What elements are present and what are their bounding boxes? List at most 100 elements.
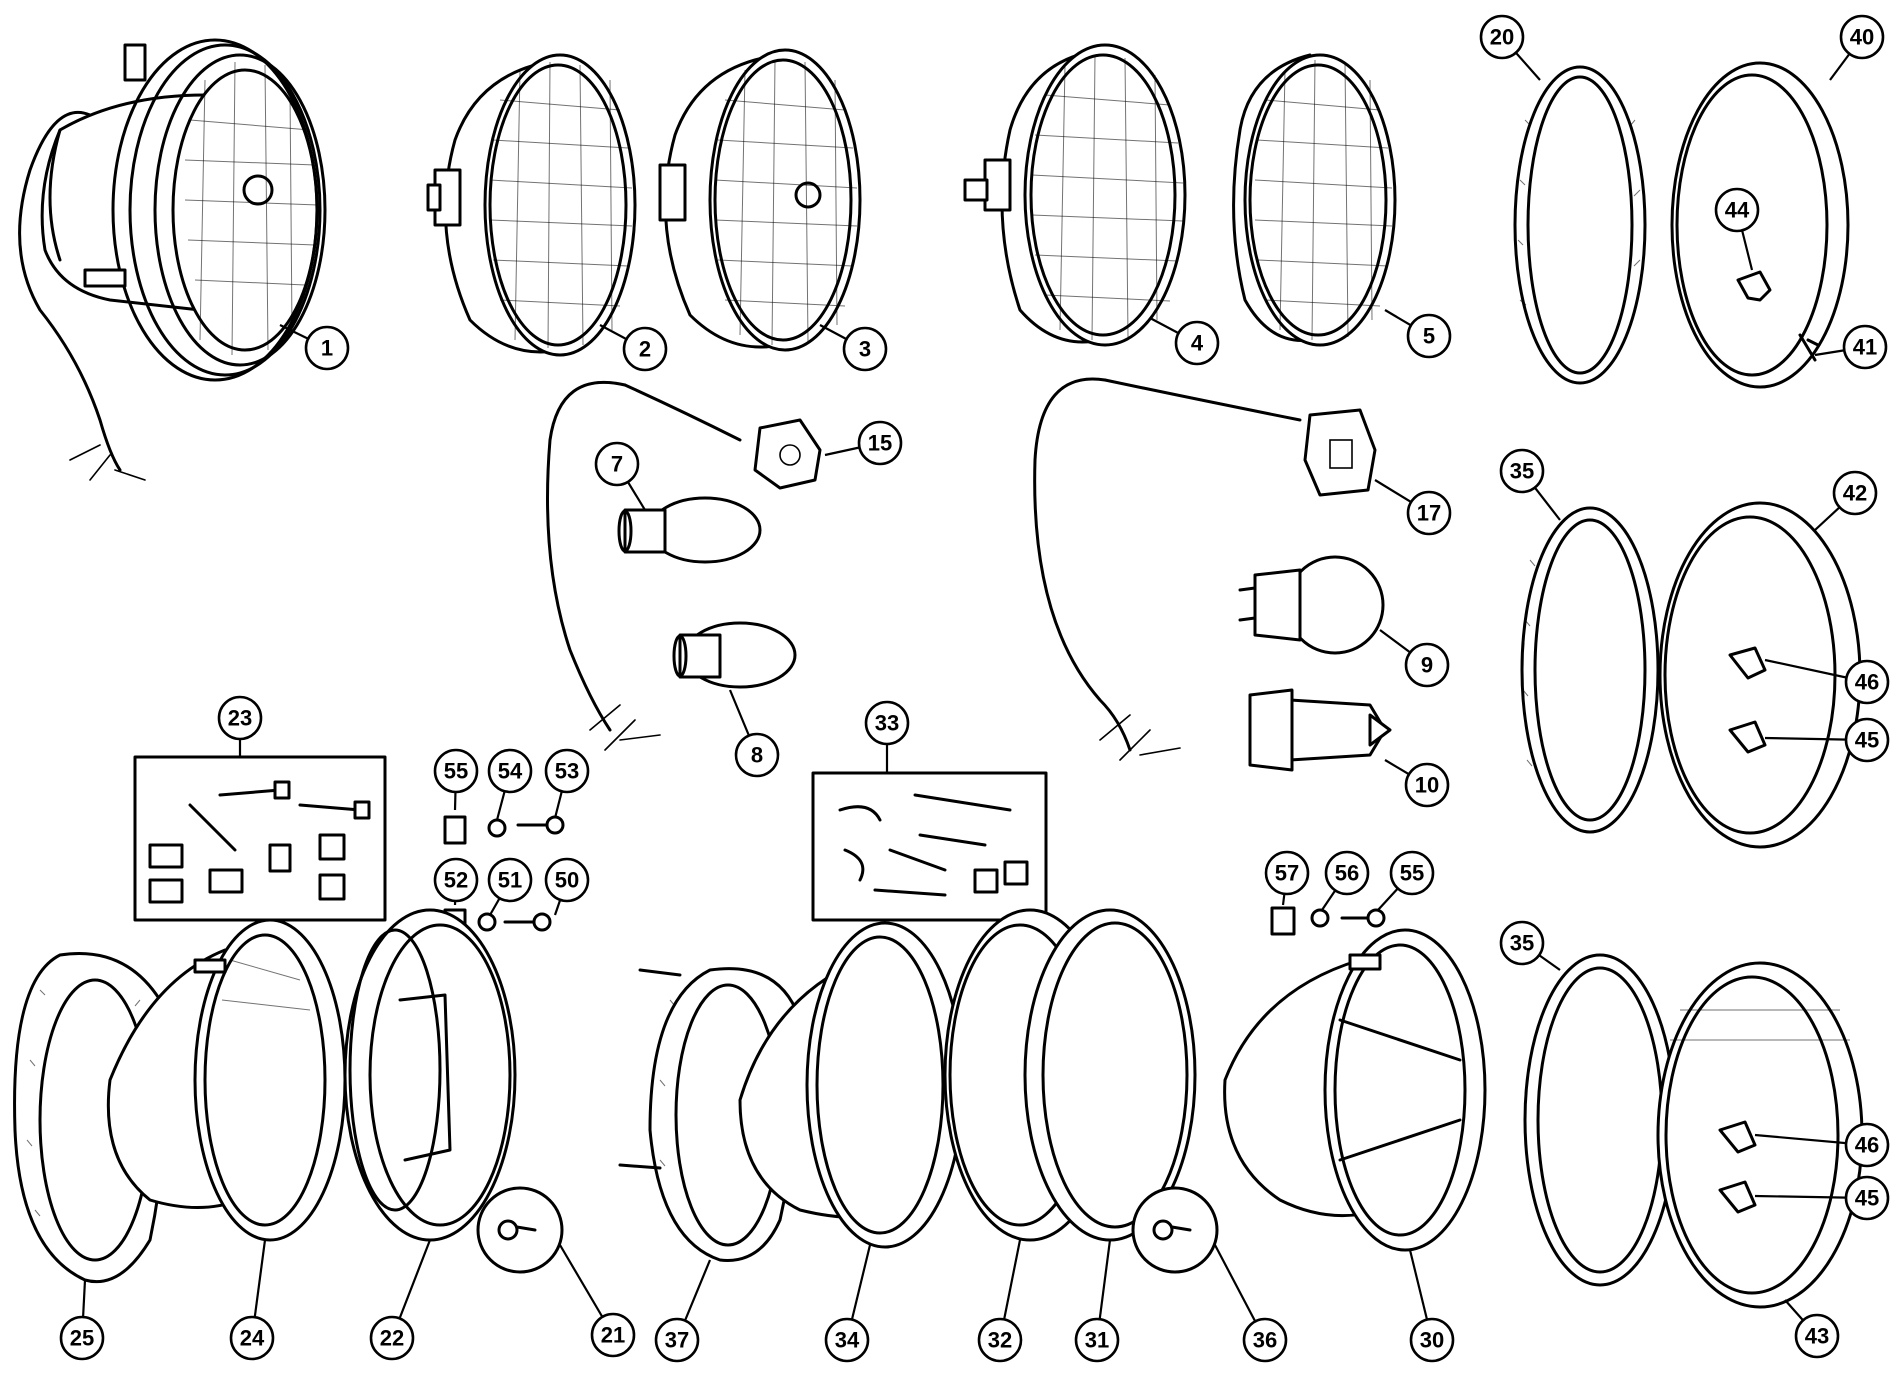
callout-32: 32 <box>977 1317 1023 1363</box>
callout-41: 41 <box>1842 324 1888 370</box>
callout-circle <box>1499 448 1545 494</box>
part-screw-21 <box>476 1186 564 1274</box>
callout-circle <box>369 1315 415 1361</box>
callout-22: 22 <box>369 1315 415 1361</box>
callout-45: 45 <box>1844 717 1890 763</box>
callout-circle <box>1839 14 1885 60</box>
callout-8: 8 <box>734 732 780 778</box>
callout-circle <box>1406 490 1452 536</box>
part-sealed-beam-3 <box>658 48 862 352</box>
callout-circle <box>857 420 903 466</box>
callout-circle <box>1844 1175 1890 1221</box>
callout-number: 25 <box>70 1326 94 1351</box>
callout-circle <box>59 1315 105 1361</box>
callout-circle <box>433 748 479 794</box>
callout-number: 3 <box>859 337 871 362</box>
callout-circle <box>1409 1317 1455 1363</box>
part-small-hardware-right <box>1270 906 1386 936</box>
callout-35: 35 <box>1499 448 1545 494</box>
callout-circle <box>1844 659 1890 705</box>
callout-circle <box>734 732 780 778</box>
callout-46: 46 <box>1844 1122 1890 1168</box>
callout-circle <box>1406 313 1452 359</box>
callout-number: 22 <box>380 1326 404 1351</box>
callout-44: 44 <box>1714 187 1760 233</box>
callout-circle <box>977 1317 1023 1363</box>
part-rim-35-lower <box>1523 953 1677 1287</box>
callout-9: 9 <box>1404 642 1450 688</box>
callout-number: 53 <box>555 759 579 784</box>
callout-circle <box>824 1317 870 1363</box>
callout-circle <box>304 325 350 371</box>
callout-42: 42 <box>1832 470 1878 516</box>
part-kit-33 <box>811 771 1048 922</box>
callout-25: 25 <box>59 1315 105 1361</box>
part-headlamp-unit <box>18 38 327 481</box>
callout-number: 46 <box>1855 670 1879 695</box>
callout-circle <box>487 748 533 794</box>
part-harness-17 <box>1033 377 1377 761</box>
callout-number: 44 <box>1725 198 1750 223</box>
callout-circle <box>1404 642 1450 688</box>
part-retaining-rim-31 <box>1023 908 1197 1242</box>
part-halogen-insert-5 <box>1232 53 1397 347</box>
callout-number: 37 <box>665 1328 689 1353</box>
part-rim-35-upper <box>1520 506 1660 834</box>
callout-24: 24 <box>229 1315 275 1361</box>
callout-3: 3 <box>842 326 888 372</box>
callout-circle <box>842 326 888 372</box>
callout-55: 55 <box>1389 850 1435 896</box>
callout-1: 1 <box>304 325 350 371</box>
callout-37: 37 <box>654 1317 700 1363</box>
callout-number: 41 <box>1853 335 1877 360</box>
callout-number: 46 <box>1855 1133 1879 1158</box>
callout-number: 7 <box>611 452 623 477</box>
callout-50: 50 <box>544 857 590 903</box>
callout-30: 30 <box>1409 1317 1455 1363</box>
part-rim-20 <box>1513 65 1647 385</box>
callout-number: 5 <box>1423 324 1435 349</box>
callout-circle <box>1479 14 1525 60</box>
callout-circle <box>622 326 668 372</box>
callout-circle <box>544 748 590 794</box>
callout-number: 21 <box>601 1323 625 1348</box>
callout-40: 40 <box>1839 14 1885 60</box>
callout-circle <box>433 857 479 903</box>
callout-number: 2 <box>639 337 651 362</box>
callout-circle <box>654 1317 700 1363</box>
callout-35: 35 <box>1499 920 1545 966</box>
part-seating-rim-22 <box>343 908 517 1242</box>
callout-number: 56 <box>1335 861 1359 886</box>
callout-36: 36 <box>1242 1317 1288 1363</box>
callout-number: 55 <box>1400 861 1424 886</box>
callout-45: 45 <box>1844 1175 1890 1221</box>
callout-number: 4 <box>1191 331 1204 356</box>
callout-number: 32 <box>988 1328 1012 1353</box>
callout-circle <box>590 1312 636 1358</box>
callout-55: 55 <box>433 748 479 794</box>
callout-5: 5 <box>1406 313 1452 359</box>
callout-number: 35 <box>1510 459 1534 484</box>
callout-number: 8 <box>751 743 763 768</box>
callout-43: 43 <box>1794 1313 1840 1359</box>
callout-2: 2 <box>622 326 668 372</box>
callout-circle <box>1844 717 1890 763</box>
part-halogen-bulb-9 <box>1238 555 1385 655</box>
callout-circle <box>1242 1317 1288 1363</box>
callout-number: 17 <box>1417 501 1441 526</box>
callout-number: 20 <box>1490 25 1514 50</box>
callout-number: 10 <box>1415 773 1439 798</box>
part-halogen-bulb-10 <box>1248 688 1392 772</box>
callout-number: 50 <box>555 868 579 893</box>
callout-number: 40 <box>1850 25 1874 50</box>
callout-33: 33 <box>864 700 910 746</box>
part-bulb-8 <box>672 621 797 689</box>
callout-circle <box>229 1315 275 1361</box>
callout-circle <box>487 857 533 903</box>
callout-51: 51 <box>487 857 533 903</box>
callout-number: 45 <box>1855 1186 1879 1211</box>
callout-circle <box>1174 320 1220 366</box>
callout-21: 21 <box>590 1312 636 1358</box>
callout-number: 52 <box>444 868 468 893</box>
callout-number: 51 <box>498 868 522 893</box>
